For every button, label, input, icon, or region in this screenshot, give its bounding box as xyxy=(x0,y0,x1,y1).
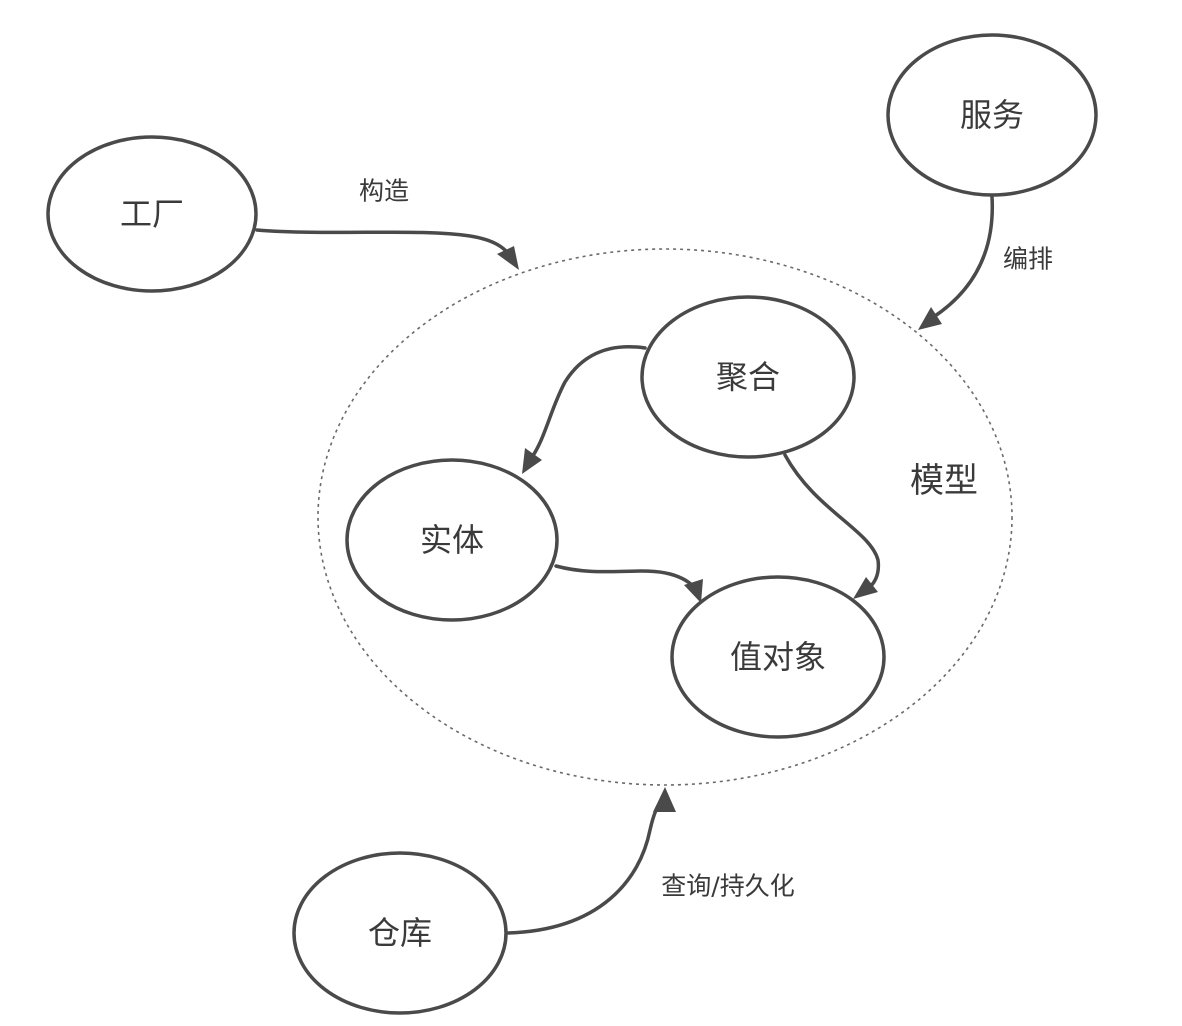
node-repository-shape xyxy=(292,851,508,1015)
edge-repository-to-model xyxy=(506,798,665,935)
node-value-object-shape xyxy=(670,575,886,739)
node-factory[interactable]: 工厂 xyxy=(46,135,258,293)
arrowhead-repository-to-model xyxy=(653,787,676,812)
edge-label-service: 编排 xyxy=(1003,245,1053,274)
node-aggregate-label: 聚合 xyxy=(716,358,780,396)
node-factory-label: 工厂 xyxy=(120,195,184,233)
edge-aggregate-to-value-object xyxy=(783,453,881,592)
node-aggregate[interactable]: 聚合 xyxy=(640,295,856,459)
arrowhead-service-to-model xyxy=(918,307,942,330)
model-boundary xyxy=(317,248,1013,786)
node-factory-shape xyxy=(46,135,258,293)
edge-service-to-model xyxy=(930,195,995,320)
node-service-shape xyxy=(886,33,1098,197)
node-entity-shape xyxy=(345,458,559,622)
model-boundary-label: 模型 xyxy=(910,461,978,501)
node-aggregate-shape xyxy=(640,295,856,459)
arrowhead-entity-to-value-object xyxy=(684,579,703,603)
edge-factory-to-model xyxy=(255,228,514,260)
edge-entity-to-value-object xyxy=(554,564,698,592)
edge-label-factory: 构造 xyxy=(359,177,409,206)
node-value-object[interactable]: 值对象 xyxy=(670,575,886,739)
edge-label-repository: 查询/持久化 xyxy=(661,872,794,901)
node-value-object-label: 值对象 xyxy=(730,638,826,676)
edge-aggregate-to-entity xyxy=(528,345,647,462)
arrowhead-aggregate-to-value-object xyxy=(853,577,878,599)
node-repository[interactable]: 仓库 xyxy=(292,851,508,1015)
node-service-label: 服务 xyxy=(960,96,1024,134)
node-entity[interactable]: 实体 xyxy=(345,458,559,622)
arrowhead-factory-to-model xyxy=(497,246,519,270)
node-repository-label: 仓库 xyxy=(368,914,432,952)
arrowhead-aggregate-to-entity xyxy=(522,448,542,474)
node-entity-label: 实体 xyxy=(420,521,484,559)
node-service[interactable]: 服务 xyxy=(886,33,1098,197)
